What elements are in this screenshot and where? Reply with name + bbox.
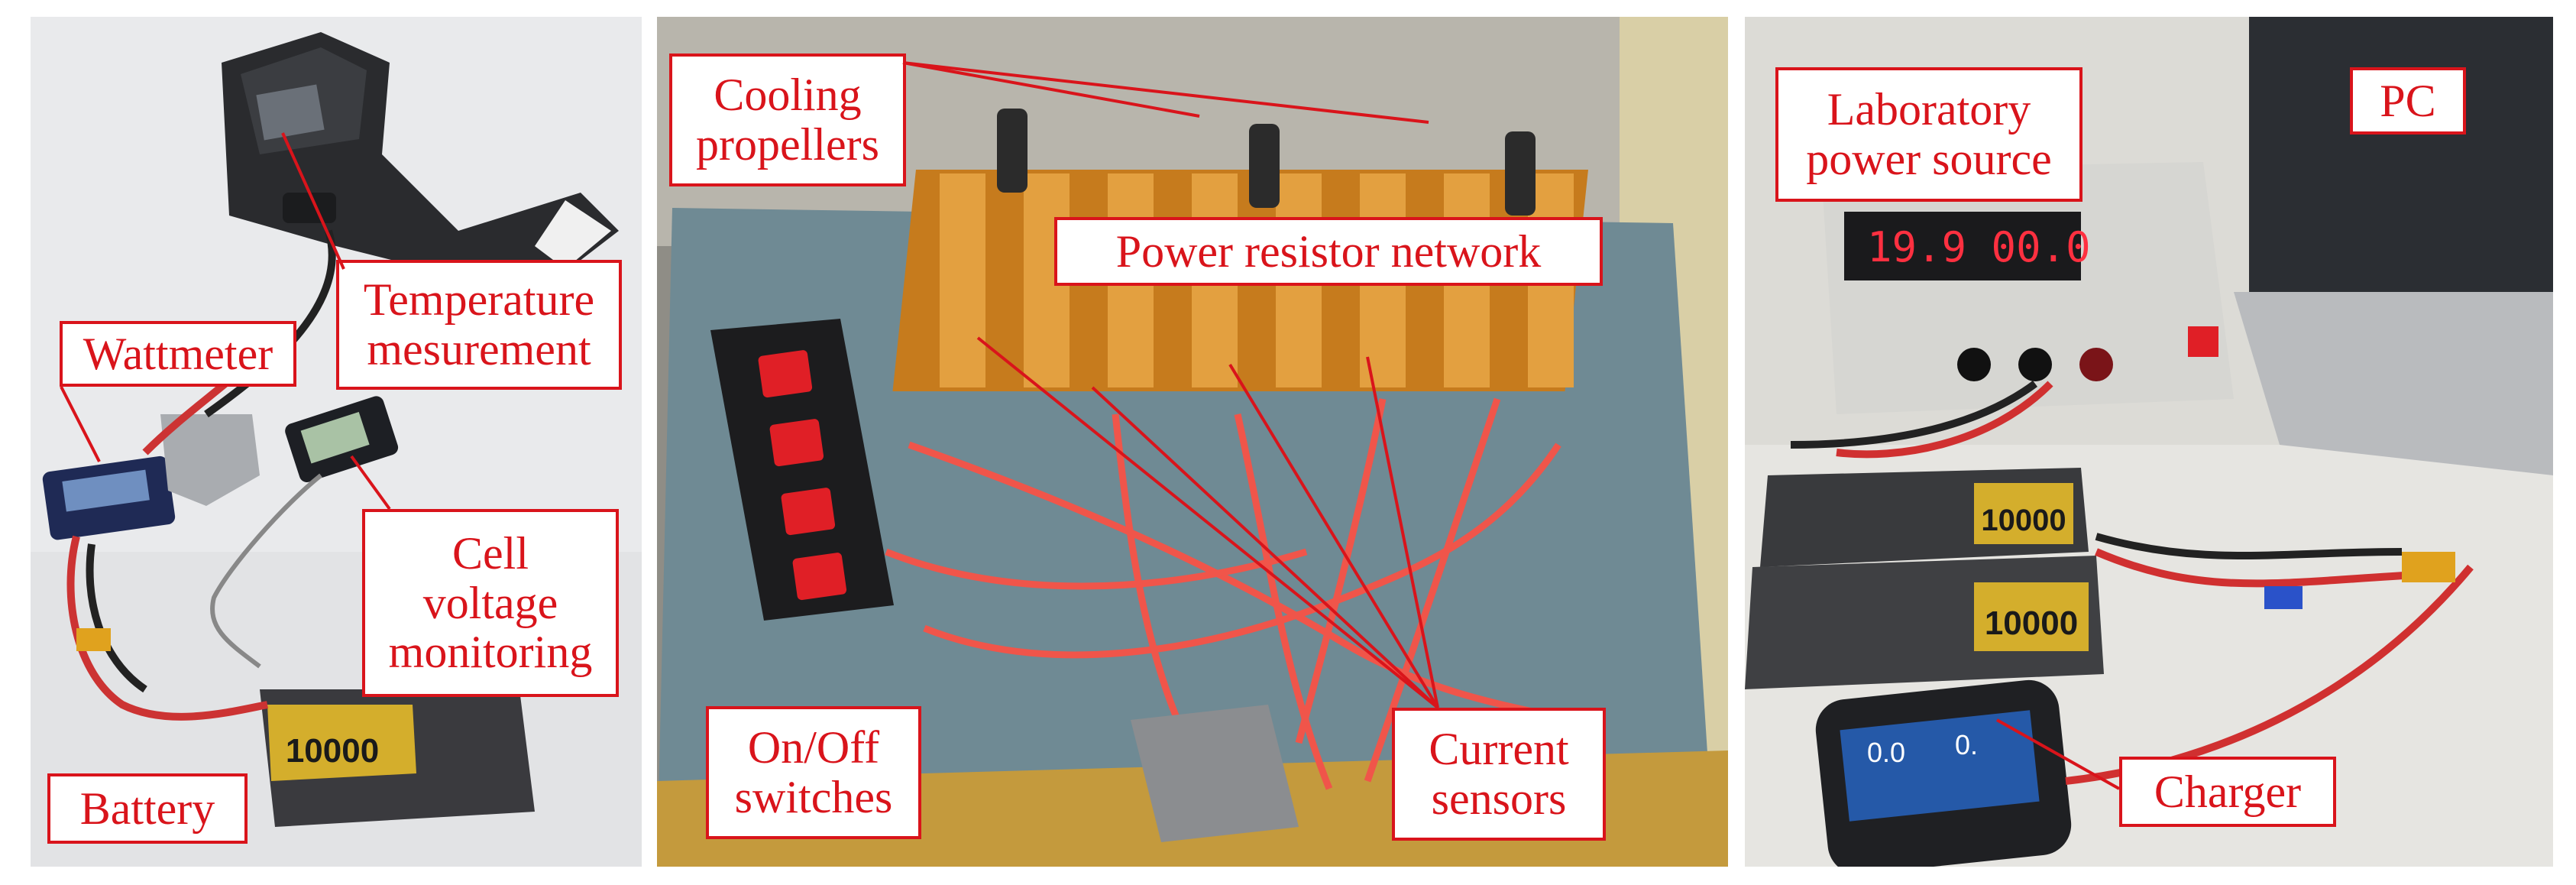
wattmeter-device <box>42 455 176 540</box>
battery-1-capacity: 10000 <box>1981 504 2066 537</box>
propellers <box>997 109 1536 216</box>
label-cell-voltage-monitoring: Cell voltage monitoring <box>362 509 619 697</box>
label-pc-text: PC <box>2380 75 2436 126</box>
panel-left-photo: 10000 Temperature mesurement Wattmeter C… <box>31 17 642 867</box>
left-scene: 10000 <box>31 17 642 867</box>
label-current-sensors: Current sensors <box>1392 708 1606 841</box>
label-wattmeter: Wattmeter <box>60 321 296 387</box>
label-cell-line2: voltage <box>422 577 558 628</box>
label-battery: Battery <box>47 773 248 844</box>
label-switches-line2: switches <box>734 772 893 822</box>
label-laboratory-power-source: Laboratory power source <box>1775 67 2082 202</box>
label-cooling-line2: propellers <box>696 119 879 170</box>
label-temperature-line1: Temperature <box>363 274 595 326</box>
switch-box <box>710 319 894 621</box>
label-cooling-line1: Cooling <box>714 70 862 121</box>
label-wattmeter-text: Wattmeter <box>83 328 273 379</box>
label-on-off-switches: On/Off switches <box>706 706 921 839</box>
battery-2-capacity: 10000 <box>1985 605 2078 642</box>
label-charger: Charger <box>2119 757 2336 827</box>
charger-reading-1: 0.0 <box>1867 737 1905 768</box>
label-temperature-measurement: Temperature mesurement <box>336 260 622 390</box>
label-power-resistor-network: Power resistor network <box>1054 217 1603 286</box>
panel-middle-photo: Cooling propellers Power resistor networ… <box>657 17 1728 867</box>
battery-packs: 10000 10000 <box>1745 468 2104 689</box>
label-lab-line2: power source <box>1806 134 2052 184</box>
label-switches-line1: On/Off <box>747 722 880 773</box>
charger-reading-2: 0. <box>1955 729 1978 760</box>
label-sensors-line1: Current <box>1429 724 1569 775</box>
psu-display-text: 19.9 00.0 <box>1867 223 2091 271</box>
laptop <box>2234 17 2553 475</box>
label-temperature-line2: mesurement <box>367 324 591 374</box>
battery-capacity-text: 10000 <box>286 732 379 770</box>
label-cooling-propellers: Cooling propellers <box>669 53 906 186</box>
label-cell-line3: monitoring <box>388 627 593 678</box>
charger-device: 0.0 0. <box>1815 679 2072 867</box>
label-pc: PC <box>2350 67 2466 135</box>
label-resistor-text: Power resistor network <box>1115 225 1542 277</box>
label-cell-line1: Cell <box>452 527 529 579</box>
battery-pack: 10000 <box>260 689 535 827</box>
label-sensors-line2: sensors <box>1431 773 1567 824</box>
label-lab-line1: Laboratory <box>1827 84 2031 135</box>
power-supply: 19.9 00.0 <box>1821 162 2234 414</box>
label-charger-text: Charger <box>2154 766 2302 817</box>
panel-right-photo: 19.9 00.0 10000 10000 0.0 0. <box>1745 17 2553 867</box>
label-battery-text: Battery <box>79 783 215 834</box>
